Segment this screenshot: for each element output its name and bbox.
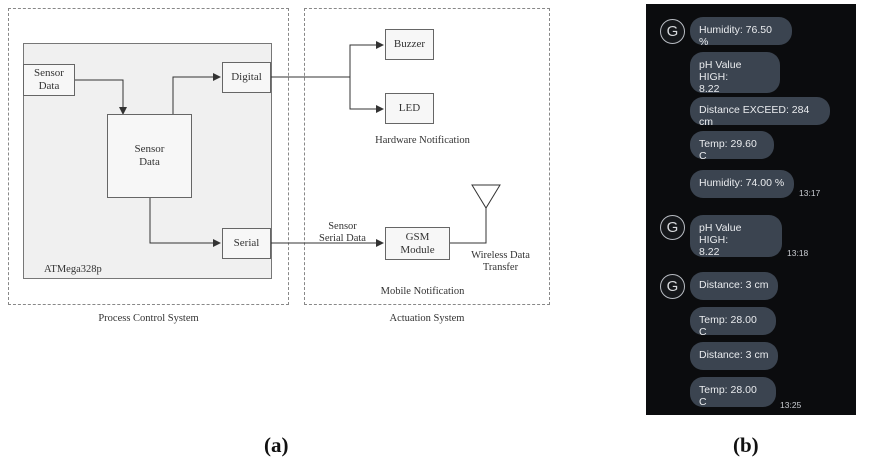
arrow-to-buzzer — [349, 41, 384, 77]
sensor-data-block: Sensor Data — [107, 114, 192, 198]
panel-label-a: (a) — [264, 433, 289, 457]
process-control-system-label: Process Control System — [98, 313, 199, 324]
actuation-system-group — [304, 8, 550, 305]
sender-avatar: G — [660, 19, 685, 44]
sender-avatar: G — [660, 274, 685, 299]
message-bubble: Temp: 29.60 C — [690, 131, 774, 162]
arrow-to-led — [349, 77, 384, 113]
wireless-data-transfer-label: Wireless Data Transfer — [471, 250, 530, 273]
message-bubble: pH Value HIGH: 8.22 — [690, 52, 780, 95]
line-gsm-to-antenna — [450, 208, 487, 244]
panel-label-b: (b) — [733, 433, 759, 457]
serial-block: Serial — [222, 228, 271, 259]
connector-lines — [75, 41, 501, 247]
gsm-module-block: GSM Module — [385, 227, 450, 260]
message-timestamp: 13:18 — [787, 248, 809, 258]
actuation-system-label: Actuation System — [389, 313, 465, 324]
message-timestamp: 13:17 — [799, 188, 821, 198]
message-bubble: Temp: 28.00 C — [690, 377, 776, 408]
antenna-icon — [471, 184, 501, 209]
sender-avatar: G — [660, 215, 685, 240]
mcu-label: ATMega328p — [44, 264, 102, 275]
mobile-notification-label: Mobile Notification — [380, 286, 465, 297]
sensor-serial-data-label: Sensor Serial Data — [319, 221, 366, 244]
sensor-data-input: Sensor Data — [23, 64, 75, 96]
chat-screenshot: G Humidity: 76.50 % pH Value HIGH: 8.22 … — [646, 4, 856, 415]
message-bubble: Humidity: 74.00 % — [690, 170, 794, 198]
message-bubble: Distance EXCEED: 284 cm — [690, 97, 830, 128]
message-bubble: Distance: 3 cm — [690, 272, 778, 300]
arrow-block-to-serial — [149, 198, 221, 247]
arrow-sensor-input-to-block — [75, 79, 127, 115]
process-control-system-group — [8, 8, 289, 305]
message-bubble: Humidity: 76.50 % — [690, 17, 792, 48]
arrow-block-to-digital — [172, 73, 221, 114]
buzzer-block: Buzzer — [385, 29, 434, 60]
digital-block: Digital — [222, 62, 271, 93]
message-bubble: Distance: 3 cm — [690, 342, 778, 370]
message-bubble: Temp: 28.00 C — [690, 307, 776, 338]
message-timestamp: 13:25 — [780, 400, 802, 410]
hardware-notification-label: Hardware Notification — [375, 135, 470, 146]
led-block: LED — [385, 93, 434, 124]
message-bubble: pH Value HIGH: 8.22 — [690, 215, 782, 258]
